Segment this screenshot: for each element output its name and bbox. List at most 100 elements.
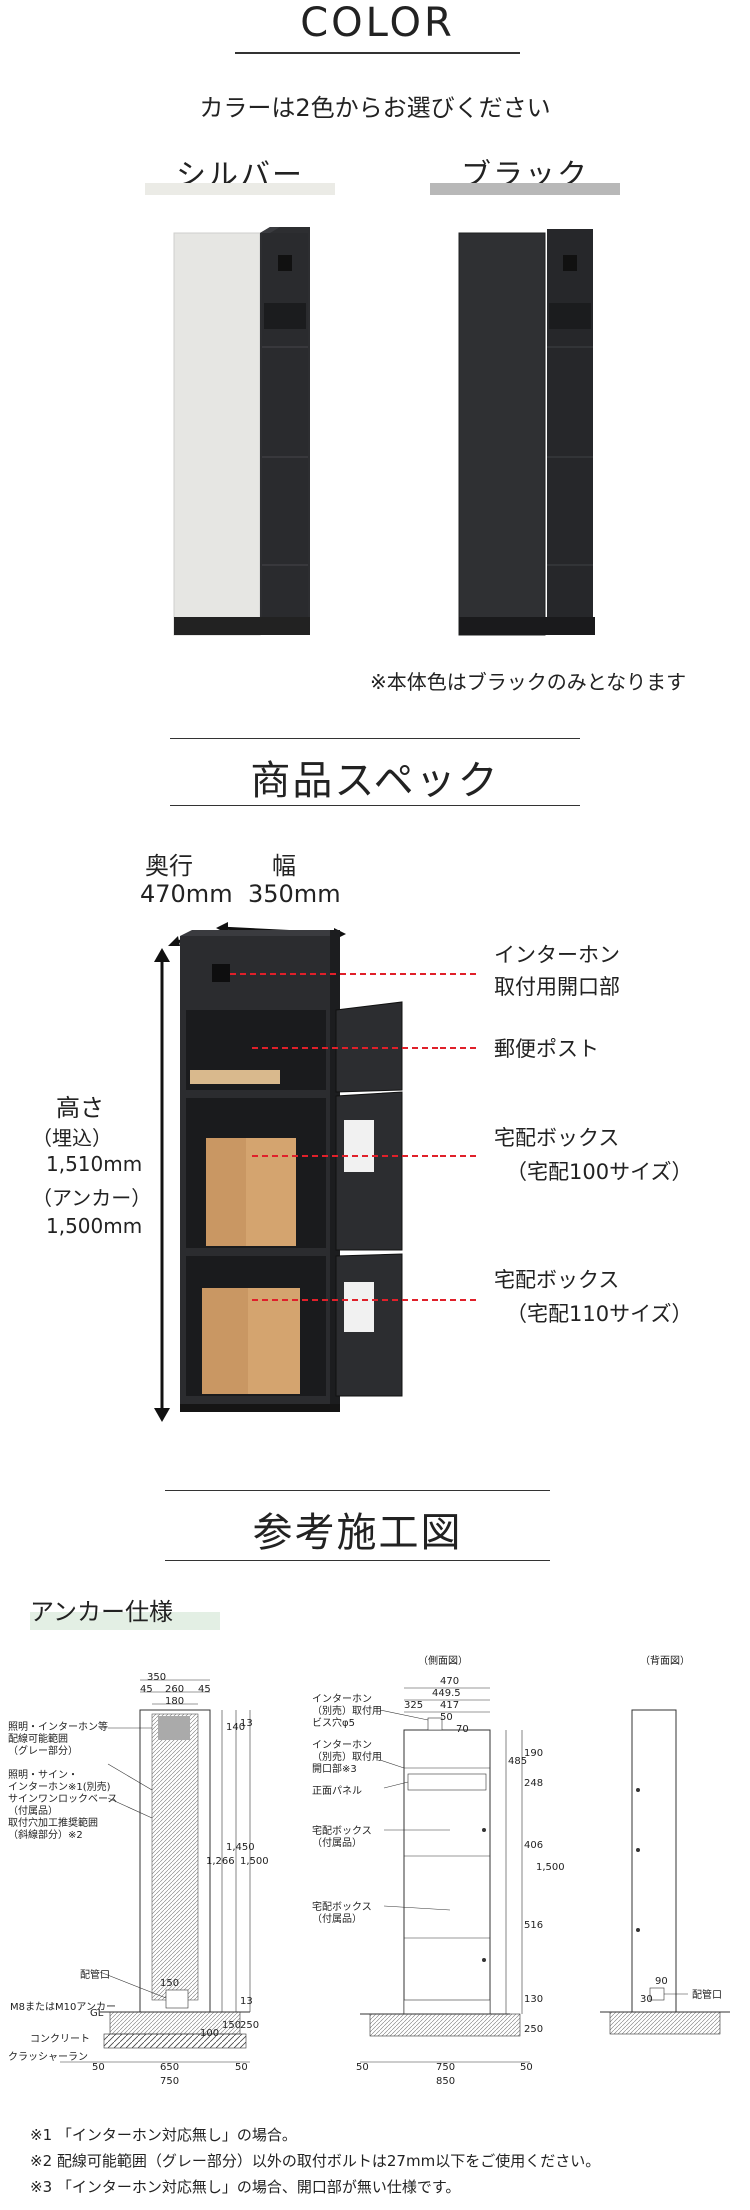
front-label-7: 取付穴加工推奨範囲 [8,1818,98,1829]
front-dim-45a: 45 [140,1684,153,1695]
spec-title-rule-top [170,738,580,739]
back-view-drawing [600,1709,730,2035]
front-dim-bottom-50a: 50 [92,2062,105,2073]
depth-value: 470mm [140,880,233,908]
front-dim-bottom-750: 750 [160,2076,180,2087]
side-dim-bottom-50a: 50 [356,2062,369,2073]
callout-box100-line2: （宅配100サイズ） [506,1160,693,1184]
height-label: 高さ [56,1094,104,1122]
front-dim-180: 180 [165,1696,185,1707]
back-dim-30: 30 [640,1994,653,2005]
side-dim-250: 250 [524,2024,544,2035]
side-dim-406: 406 [524,1840,544,1851]
drawing-title-rule-top [165,1490,550,1491]
side-dim-470: 470 [440,1676,460,1687]
anchor-spec-highlight [30,1612,220,1630]
width-value: 350mm [248,880,341,908]
side-label-5: 開口部※3 [312,1764,357,1775]
callout-box100-line1: 宅配ボックス [494,1126,620,1150]
anchor-spec-label: アンカー仕様 [30,1598,174,1626]
back-view-label: （背面図） [640,1656,690,1667]
side-label-9: 宅配ボックス [312,1902,372,1913]
front-view-drawing [60,1679,251,2063]
callout-intercom-line2: 取付用開口部 [494,975,620,999]
side-dim-bottom-50b: 50 [520,2062,533,2073]
side-view-label: （側面図） [418,1656,468,1667]
spec-title-rule-bottom [170,805,580,806]
color-subtitle: カラーは2色からお選びください [199,94,551,122]
front-dim-pipe: 150 [160,1978,180,1989]
side-dim-4495: 449.5 [432,1688,461,1699]
footnote-1: ※1 「インターホン対応無し」の場合。 [30,2126,297,2144]
back-dim-90: 90 [655,1976,668,1987]
front-label-pipe: 配管口 [80,1970,110,1981]
color-title-rule [235,52,520,54]
side-dim-1500: 1,500 [536,1862,565,1873]
callout-intercom-line1: インターホン [494,943,620,967]
side-label-10: （付属品） [312,1914,362,1925]
footnote-2: ※2 配線可能範囲（グレー部分）以外の取付ボルトは27mm以下をご使用ください。 [30,2152,601,2170]
spec-product-image [154,922,440,1422]
front-dim-13b: 13 [240,1996,253,2007]
front-dim-150: 150 [222,2020,242,2031]
drawing-title-rule-bottom [165,1560,550,1561]
front-dim-1450: 1,450 [226,1842,255,1853]
side-label-0: インターホン [312,1694,372,1705]
side-label-7: 宅配ボックス [312,1826,372,1837]
front-label-crusher: クラッシャーラン [8,2052,88,2063]
side-label-4: （別売）取付用 [312,1752,382,1763]
callout-box110-line1: 宅配ボックス [494,1268,620,1292]
side-dim-248: 248 [524,1778,544,1789]
spec-title: 商品スペック [250,758,500,804]
front-dim-100: 100 [200,2028,220,2039]
side-dim-516: 516 [524,1920,544,1931]
side-dim-bottom-750: 750 [436,2062,456,2073]
height-embed-label: （埋込） [32,1126,112,1150]
silver-unit-image [173,227,310,636]
side-dim-70: 70 [456,1724,469,1735]
front-dim-1500: 1,500 [240,1856,269,1867]
side-label-1: （別売）取付用 [312,1706,382,1717]
side-dim-190: 190 [524,1748,544,1759]
side-label-6: 正面パネル [312,1786,362,1797]
side-dim-417: 417 [440,1700,460,1711]
side-dim-50: 50 [440,1712,453,1723]
color-note: ※本体色はブラックのみとなります [370,670,687,694]
side-view-drawing [360,1687,530,2063]
back-label-pipe: 配管口 [692,1990,722,2001]
color-option-silver-bar [145,183,335,195]
side-dim-130: 130 [524,1994,544,2005]
side-dim-325: 325 [404,1700,424,1711]
front-dim-260: 260 [165,1684,185,1695]
spec-leader-extensions [440,973,480,1301]
front-label-6: （付属品） [8,1806,58,1817]
front-dim-350: 350 [147,1672,167,1683]
drawing-title: 参考施工図 [252,1510,463,1556]
callout-mailbox: 郵便ポスト [494,1037,599,1061]
color-title: COLOR [300,0,455,46]
side-dim-bottom-850: 850 [436,2076,456,2087]
front-label-1: 配線可能範囲 [8,1734,68,1745]
front-label-gl: GL [90,2008,104,2019]
front-dim-bottom-50b: 50 [235,2062,248,2073]
height-anchor-label: （アンカー） [32,1186,152,1210]
front-label-anchor: M8またはM10アンカー [10,2002,116,2013]
height-embed-value: 1,510mm [46,1152,143,1176]
width-label: 幅 [272,852,296,880]
front-dim-13a: 13 [240,1718,253,1729]
front-label-4: インターホン※1(別売) [8,1782,111,1793]
black-unit-image [458,229,595,636]
side-dim-485: 485 [508,1756,528,1767]
front-dim-bottom-650: 650 [160,2062,180,2073]
side-label-8: （付属品） [312,1838,362,1849]
depth-label: 奥行 [145,852,193,880]
front-label-2: （グレー部分） [8,1746,78,1757]
front-dim-250: 250 [240,2020,260,2031]
color-option-black-bar [430,183,620,195]
callout-box110-line2: （宅配110サイズ） [506,1302,693,1326]
front-dim-1266: 1,266 [206,1856,235,1867]
front-dim-45b: 45 [198,1684,211,1695]
footnote-3: ※3 「インターホン対応無し」の場合、開口部が無い仕様です。 [30,2178,461,2196]
front-dim-140: 140 [226,1722,246,1733]
front-label-8: （斜線部分）※2 [8,1830,83,1841]
